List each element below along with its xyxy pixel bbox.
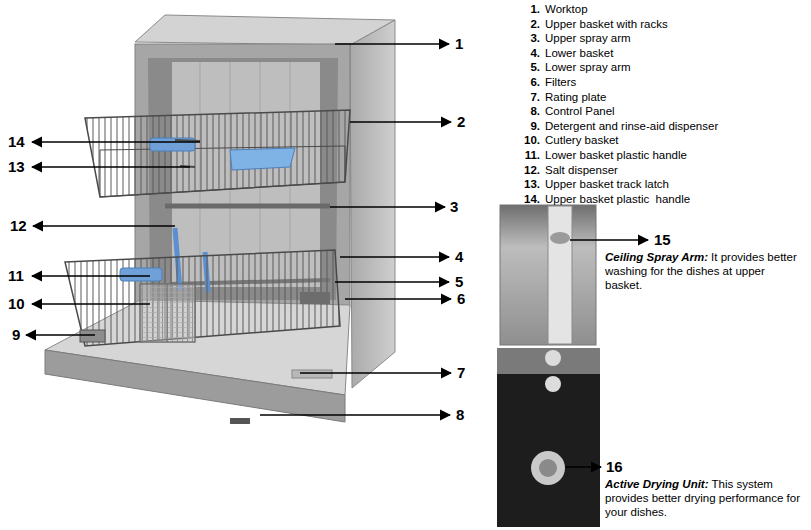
- part-name: Lower spray arm: [545, 61, 631, 74]
- list-number: 4.: [510, 47, 540, 60]
- part-name: Lower basket: [545, 47, 613, 60]
- callout-number: 3: [450, 198, 458, 216]
- callout-number: 9: [12, 326, 20, 344]
- list-number: 2.: [510, 18, 540, 31]
- callout-number: 6: [457, 290, 465, 308]
- feature-name: Ceiling Spray Arm:: [605, 251, 708, 263]
- callout-number: 12: [10, 217, 27, 235]
- part-name: Upper spray arm: [545, 32, 631, 45]
- callout-number: 10: [8, 295, 25, 313]
- list-number: 9.: [510, 120, 540, 133]
- part-name: Worktop: [545, 3, 588, 16]
- list-number: 3.: [510, 32, 540, 45]
- list-number: 1.: [510, 3, 540, 16]
- list-number: 8.: [510, 105, 540, 118]
- list-number: 12.: [510, 164, 540, 177]
- description: Ceiling Spray Arm:It provides better was…: [605, 250, 805, 292]
- callout-number: 8: [456, 406, 464, 424]
- part-name: Filters: [545, 76, 576, 89]
- part-name: Upper basket with racks: [545, 18, 668, 31]
- part-name: Cutlery basket: [545, 134, 619, 147]
- part-name: Rating plate: [545, 91, 606, 104]
- part-name: Salt dispenser: [545, 164, 618, 177]
- part-name: Lower basket plastic handle: [545, 149, 687, 162]
- list-number: 7.: [510, 91, 540, 104]
- callout-number: 14: [8, 133, 25, 151]
- callout-number: 16: [606, 458, 623, 476]
- part-name: Detergent and rinse-aid dispenser: [545, 120, 718, 133]
- callout-number: 1: [455, 35, 463, 53]
- list-number: 5.: [510, 61, 540, 74]
- callout-number: 4: [455, 248, 463, 266]
- list-number: 13.: [510, 178, 540, 191]
- callout-number: 2: [457, 113, 465, 131]
- callout-number: 15: [654, 231, 671, 249]
- part-name: Upper basket track latch: [545, 178, 669, 191]
- feature-name: Active Drying Unit:: [605, 478, 709, 490]
- part-name: Upper basket plastic handle: [545, 193, 690, 206]
- list-number: 14.: [510, 193, 540, 206]
- list-number: 10.: [510, 134, 540, 147]
- callout-number: 7: [457, 364, 465, 382]
- leader-arrows: [26, 44, 648, 467]
- description: Active Drying Unit:This system provides …: [605, 477, 809, 519]
- callout-number: 5: [455, 273, 463, 291]
- callout-number: 13: [8, 158, 25, 176]
- callout-number: 11: [8, 267, 24, 285]
- list-number: 11.: [510, 149, 540, 162]
- list-number: 6.: [510, 76, 540, 89]
- part-name: Control Panel: [545, 105, 615, 118]
